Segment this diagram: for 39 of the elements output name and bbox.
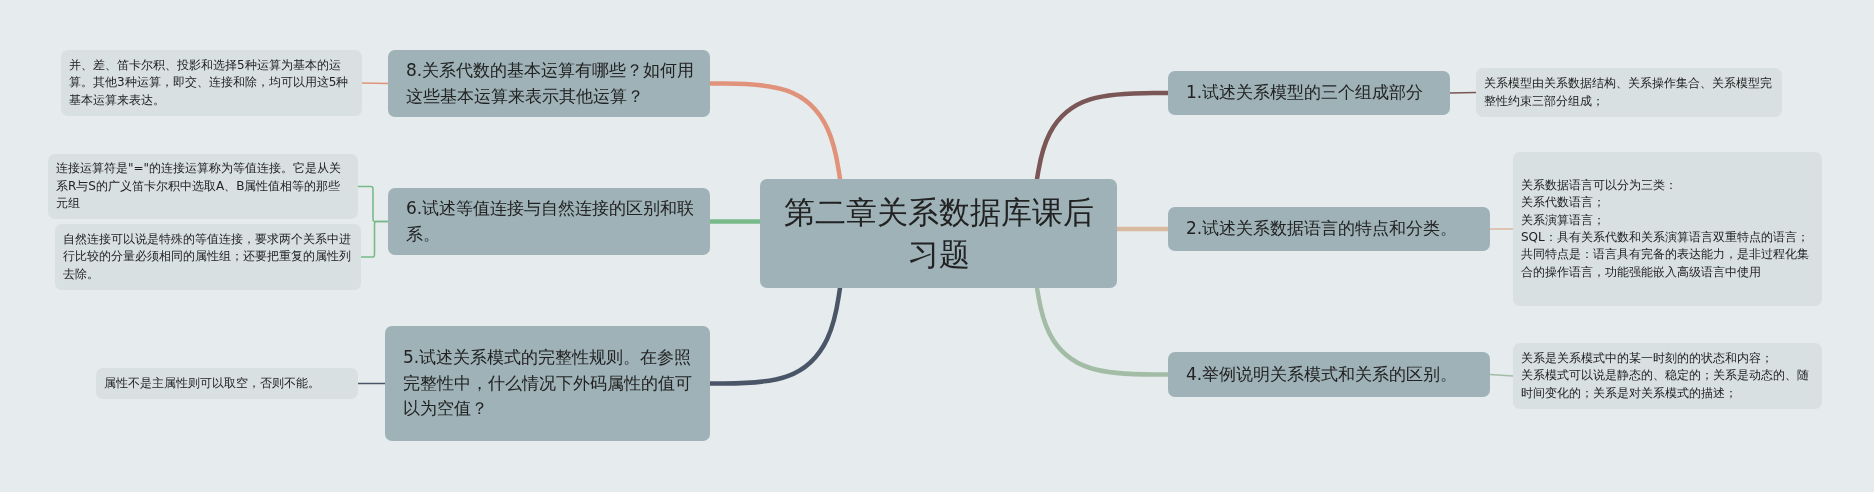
answer-text: 连接运算符是"="的连接运算称为等值连接。它是从关系R与S的广义笛卡尔积中选取A、B属性值相等的那些元组 bbox=[56, 160, 343, 213]
question-text: 6.试述等值连接与自然连接的区别和联系。 bbox=[406, 197, 696, 246]
answer-text: SQL：具有关系代数和关系演算语言双重特点的语言； bbox=[1521, 229, 1810, 246]
root-topic-text: 第二章关系数据库课后习题 bbox=[782, 192, 1095, 274]
connector-line bbox=[361, 82, 389, 85]
answer-box bbox=[48, 154, 358, 219]
question-text: 8.关系代数的基本运算有哪些？如何用这些基本运算来表示其他运算？ bbox=[406, 59, 696, 108]
question-box bbox=[1168, 352, 1490, 397]
answer-box bbox=[1476, 68, 1782, 117]
question-box bbox=[388, 188, 710, 255]
question-text: 5.试述关系模式的完整性规则。在参照完整性中，什么情况下外码属性的值可以为空值？ bbox=[403, 346, 693, 421]
answer-text: 属性不是主属性则可以取空，否则不能。 bbox=[104, 374, 321, 392]
question-box bbox=[385, 326, 710, 441]
question-box bbox=[1168, 71, 1450, 115]
answer-text: 自然连接可以说是特殊的等值连接，要求两个关系中进行比较的分量必须相同的属性组；还要把重复的属性列去除。 bbox=[63, 230, 352, 283]
answer-text: 关系演算语言； bbox=[1521, 211, 1606, 229]
connector-line bbox=[1449, 91, 1477, 94]
answer-box bbox=[96, 368, 358, 399]
answer-box bbox=[55, 224, 361, 290]
answer-box bbox=[1513, 343, 1822, 409]
answer-box bbox=[1513, 152, 1822, 306]
answer-text: 关系是关系模式中的某一时刻的的状态和内容； bbox=[1521, 349, 1774, 367]
question-box bbox=[388, 50, 710, 117]
answer-text: 关系数据语言可以分为三类： bbox=[1521, 176, 1678, 194]
question-text: 1.试述关系模型的三个组成部分 bbox=[1186, 81, 1425, 105]
connector-line bbox=[357, 382, 386, 385]
answer-text: 并、差、笛卡尔积、投影和选择5种运算为基本的运算。其他3种运算，即交、连接和除，均可以用这5种基本运算来表达。 bbox=[69, 56, 350, 109]
answer-text: 关系模型由关系数据结构、关系操作集合、关系模型完整性约束三部分组成； bbox=[1484, 75, 1773, 110]
answer-text: 关系代数语言； bbox=[1521, 194, 1606, 212]
question-box bbox=[1168, 207, 1490, 251]
connector-line bbox=[360, 220, 389, 258]
answer-text: 共同特点是：语言具有完备的表达能力，是非过程化集合的操作语言，功能强能嵌入高级语言中使用 bbox=[1521, 246, 1810, 281]
root-topic-box bbox=[760, 179, 1117, 288]
connector-line bbox=[1489, 228, 1514, 230]
question-text: 4.举例说明关系模式和关系的区别。 bbox=[1186, 362, 1459, 386]
question-text: 2.试述关系数据语言的特点和分类。 bbox=[1186, 217, 1459, 241]
answer-box bbox=[61, 50, 362, 116]
answer-text: 关系模式可以说是静态的、稳定的；关系是动态的、随时间变化的；关系是对关系模式的描述； bbox=[1521, 367, 1810, 402]
connector-line bbox=[1489, 373, 1514, 377]
